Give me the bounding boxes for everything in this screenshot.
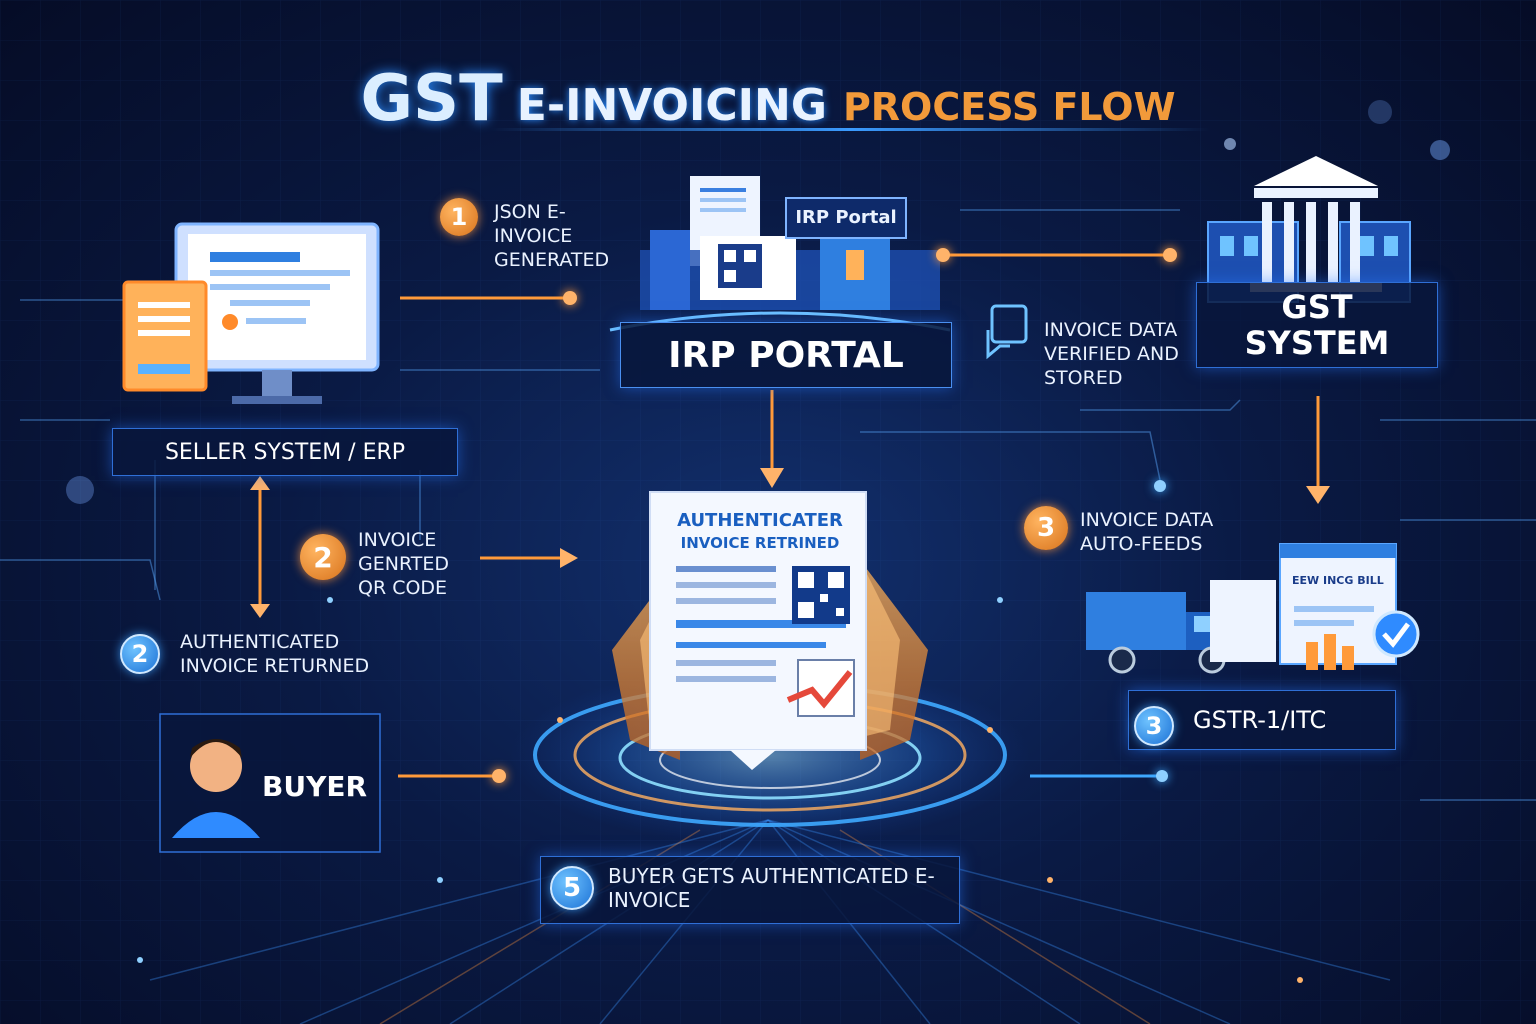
connector-dot — [563, 291, 577, 305]
step-5-badge: 5 — [550, 866, 594, 910]
step-2a-text: INVOICE GENRTED QR CODE — [358, 529, 450, 599]
connector-dot — [1156, 770, 1168, 782]
chat-verify-icon — [986, 304, 1028, 360]
step-5-box — [540, 856, 960, 924]
gst-system-label: GST SYSTEM — [1196, 282, 1438, 368]
step-1-text: JSON E-INVOICE GENERATED — [494, 201, 610, 271]
document-title: AUTHENTICATER INVOICE RETRINED — [668, 510, 852, 554]
connector-dot — [492, 769, 506, 783]
eway-bill-text: EEW INCG BILL — [1292, 574, 1384, 587]
seller-system-label: SELLER SYSTEM / ERP — [112, 428, 458, 476]
connector-dot — [1154, 480, 1166, 492]
step-3a-text: INVOICE DATA AUTO-FEEDS — [1080, 509, 1214, 555]
connector-dot — [1163, 248, 1177, 262]
step-2a-badge: 2 — [300, 534, 346, 580]
document-title-line2: INVOICE RETRINED — [680, 534, 840, 552]
authenticated-invoice-document — [649, 491, 867, 770]
buyer-avatar-icon — [159, 713, 381, 853]
buyer-label: BUYER — [262, 770, 368, 803]
connector-dot — [936, 248, 950, 262]
step-2b-text: AUTHENTICATED INVOICE RETURNED — [180, 631, 370, 677]
title-einvoicing: E-INVOICING — [516, 80, 827, 131]
step-2b-badge: 2 — [120, 634, 160, 674]
irp-portal-sign: IRP Portal — [795, 207, 897, 228]
step-5-text: BUYER GETS AUTHENTICATED E-INVOICE — [608, 864, 935, 912]
title-underline — [490, 128, 1210, 131]
verify-text: INVOICE DATA VERIFIED AND STORED — [1044, 319, 1179, 389]
document-title-line1: AUTHENTICATER — [677, 510, 843, 531]
step-1-badge: 1 — [440, 198, 478, 236]
page-title: GST E-INVOICING PROCESS FLOW — [0, 62, 1536, 136]
title-gst: GST — [360, 62, 503, 136]
eway-bill-icon — [1210, 543, 1420, 670]
irp-portal-label: IRP PORTAL — [620, 322, 952, 388]
step-3b-badge: 3 — [1134, 706, 1174, 746]
seller-computer-icon — [122, 222, 380, 404]
irp-buildings-icon — [640, 176, 940, 310]
step-3a-badge: 3 — [1024, 506, 1068, 550]
title-process-flow: PROCESS FLOW — [842, 85, 1176, 129]
